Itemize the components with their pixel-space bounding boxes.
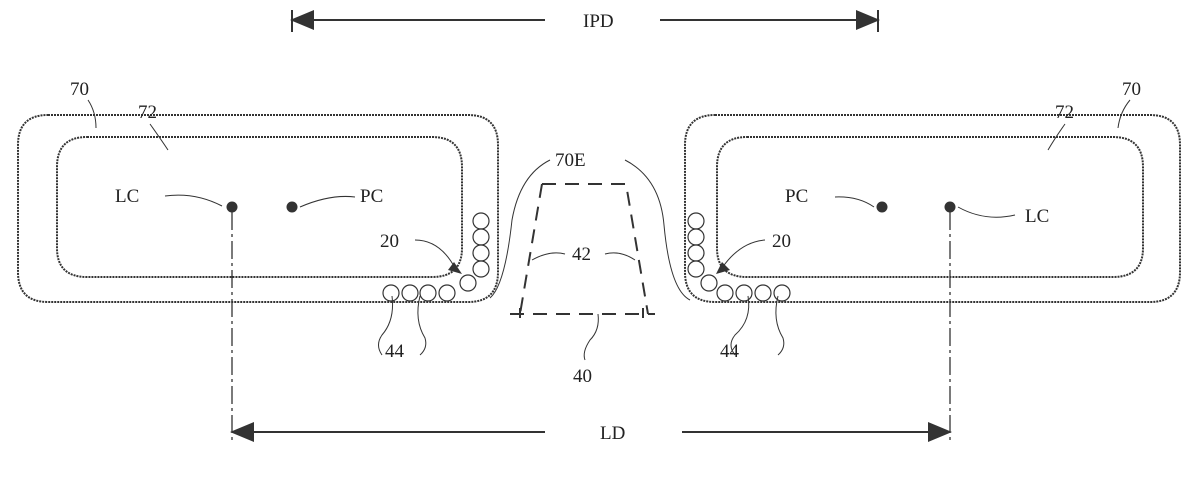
edge-curve-left [489,159,551,299]
sensor-circles-right [687,212,791,302]
nose-bridge: 42 40 [510,183,655,387]
label-20-left: 20 [380,231,399,252]
label-70e: 70E [555,150,586,171]
label-pc-right: PC [785,186,808,207]
label-72-left: 72 [138,102,157,123]
ld-label: LD [600,423,625,444]
lens-center-dot-left [226,201,238,213]
edge-curve-right [624,159,691,301]
label-70-left: 70 [70,79,89,100]
ld-dimension: LD [230,212,952,444]
label-20-right: 20 [772,231,791,252]
right-lens-frame: 70 72 PC LC 20 44 [684,79,1181,362]
label-70-right: 70 [1122,79,1141,100]
label-lc-left: LC [115,186,139,207]
pupil-center-dot-right [876,201,888,213]
ipd-label: IPD [583,11,614,32]
lens-center-dot-right [944,201,956,213]
label-44-right: 44 [720,341,740,362]
label-44-left: 44 [385,341,405,362]
label-lc-right: LC [1025,206,1049,227]
pupil-center-dot-left [286,201,298,213]
left-lens-frame: 70 72 LC PC 20 44 [17,79,499,362]
label-42: 42 [572,244,591,265]
label-pc-left: PC [360,186,383,207]
label-72-right: 72 [1055,102,1074,123]
ipd-dimension: IPD [290,9,880,32]
label-40: 40 [573,366,592,387]
sensor-circles-left [382,212,490,302]
